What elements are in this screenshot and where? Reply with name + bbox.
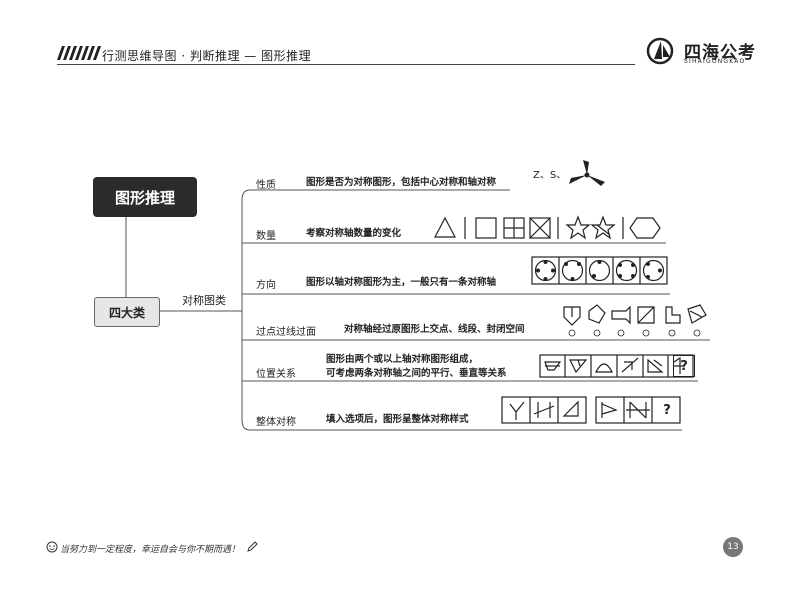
leaf-label-position: 位置关系 [256,369,296,380]
page-number: 13 [723,537,743,557]
root-node: 图形推理 [93,177,197,217]
leaf-label-direction: 方向 [256,280,276,291]
leaf-desc-position-line1: 图形由两个或以上轴对称图形组成， [326,354,479,365]
leaf-example-text: Z、S、 [533,170,567,181]
triangle-icon [434,216,456,238]
direction-figures [531,256,668,285]
leaf-desc-position-line2: 可考虑两条对称轴之间的平行、垂直等关系 [326,368,507,379]
leaf-desc-quantity: 考察对称轴数量的变化 [306,228,402,239]
through-figures [563,304,707,337]
propeller-icon [569,160,605,186]
logo-name: 四海公考 [684,43,756,63]
quantity-figures [434,215,661,240]
leaf-label-overall: 整体对称 [256,417,296,428]
header-title: 行测思维导图 · 判断推理 — 图形推理 [102,49,312,63]
leaf-label-property: 性质 [256,180,276,191]
branch-label: 对称图类 [182,294,226,307]
logo-subtitle: SIHAIGONGKAO [684,58,746,65]
header-stripes-decoration [57,46,101,60]
leaf-desc-direction: 图形以轴对称图形为主，一般只有一条对称轴 [306,277,497,288]
hexagon-icon [629,217,661,239]
footer-motto: 当努力到一定程度，幸运自会与你不期而遇！ [60,545,241,555]
square-icon [475,217,497,239]
category-node: 四大类 [94,297,160,327]
star-lines-icon [590,215,616,240]
overall-question-cell: ? [663,402,671,418]
leaf-desc-through: 对称轴经过原图形上交点、线段、封闭空间 [344,324,525,335]
star-icon [565,215,591,240]
logo-sail-icon [646,37,674,65]
pencil-icon [247,541,258,552]
leaf-label-through: 过点过线过面 [256,327,316,338]
leaf-label-quantity: 数量 [256,231,276,242]
position-question-cell: ? [673,355,695,377]
overall-figures [501,396,681,424]
header-divider [57,64,635,65]
cross-square-icon [529,217,551,239]
position-figures [539,354,694,378]
leaf-desc-property: 图形是否为对称图形，包括中心对称和轴对称 [306,177,497,188]
leaf-desc-overall: 填入选项后，图形呈整体对称样式 [326,414,469,425]
smile-icon [46,541,58,553]
